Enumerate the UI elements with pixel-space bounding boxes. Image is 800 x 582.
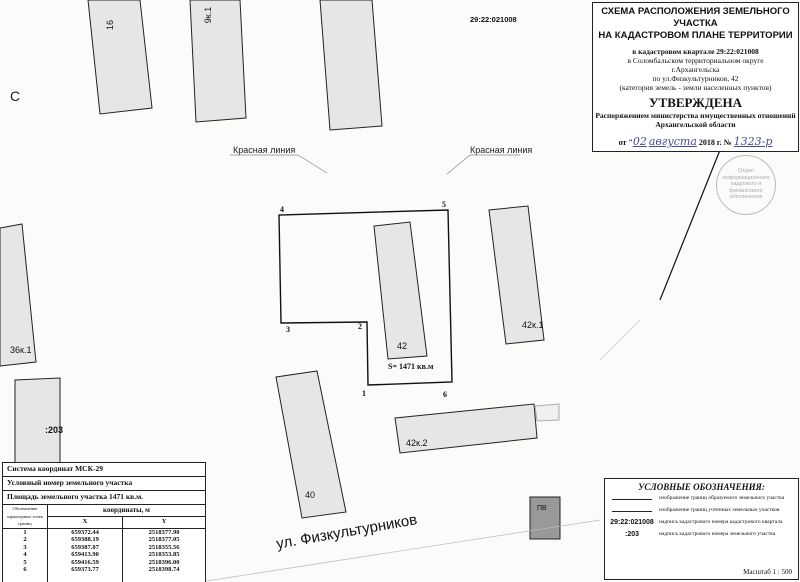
cell-x: 659388.19 xyxy=(46,536,123,544)
order-day: 02 xyxy=(632,135,647,148)
legend-title: УСЛОВНЫЕ ОБОЗНАЧЕНИЯ: xyxy=(638,482,765,492)
legend-text: надпись кадастрового номера кадастрового… xyxy=(659,519,783,525)
point-3: 3 xyxy=(286,325,290,334)
area-label: S= 1471 кв.м xyxy=(388,362,434,371)
parcel-boundary xyxy=(278,209,453,386)
cell-n: 5 xyxy=(23,558,27,566)
legend-text: изображение границ учтенных земельных уч… xyxy=(659,507,780,513)
legend: УСЛОВНЫЕ ОБОЗНАЧЕНИЯ: изображение границ… xyxy=(604,478,799,580)
building-42k2 xyxy=(394,403,538,454)
quarter-text: в кадастровом квартале 29:22:021008 xyxy=(632,47,759,56)
col-coords: координаты, м xyxy=(46,505,205,517)
order-date-line: от "02 августа 2018 г. № 1323-р xyxy=(593,135,798,148)
building-42k1 xyxy=(488,205,545,345)
cell-n: 4 xyxy=(23,551,27,558)
scale-label: Масштаб 1 : 500 xyxy=(743,568,792,576)
official-stamp: Отдел информационного кадрового и финанс… xyxy=(716,155,776,215)
legend-item: 29:22:021008 надпись кадастрового номера … xyxy=(605,516,798,528)
cell-y: 2518398.74 xyxy=(122,566,205,574)
title-block: СХЕМА РАСПОЛОЖЕНИЯ ЗЕМЕЛЬНОГО УЧАСТКА НА… xyxy=(592,2,799,152)
cell-y: 2518353.85 xyxy=(122,551,205,559)
cell-y: 2518396.00 xyxy=(122,558,205,566)
building-label-16: 16 xyxy=(105,19,116,31)
point-2: 2 xyxy=(358,322,362,331)
cell-x: 659413.90 xyxy=(46,551,123,559)
building-16 xyxy=(87,0,153,115)
cell-n: 6 xyxy=(23,566,27,573)
building-label-42k2: 42к.2 xyxy=(406,438,428,448)
district-text: в Соломбальском территориальном округе xyxy=(627,56,764,65)
building-40 xyxy=(275,370,347,519)
building-top-center xyxy=(319,0,383,131)
building-label-42: 42 xyxy=(397,341,408,351)
pv-building xyxy=(529,496,561,540)
building-36k1 xyxy=(0,223,37,367)
point-5: 5 xyxy=(442,200,446,209)
red-line-label-left: Красная линия xyxy=(233,145,296,155)
cell-y: 2518377.90 xyxy=(122,528,205,536)
city-text: г.Архангельска xyxy=(671,65,720,74)
coordinates-table: Система координат МСК-29 Условный номер … xyxy=(2,462,206,582)
building-label-pv: ПВ xyxy=(537,505,547,512)
col-x: X xyxy=(46,516,123,529)
cell-n: 1 xyxy=(23,528,27,536)
col-y: Y xyxy=(122,516,205,529)
building-label-40: 40 xyxy=(305,490,316,500)
stamp-text: Отдел информационного кадрового и финанс… xyxy=(722,168,770,200)
building-label-36k1: 36к.1 xyxy=(10,345,32,355)
order-month: августа xyxy=(648,135,697,148)
cell-n: 3 xyxy=(23,543,27,551)
building-9k1 xyxy=(189,0,247,123)
order-line-2: Архангельской области xyxy=(655,120,736,129)
registered-line-symbol xyxy=(612,510,652,512)
parcel-area: Площадь земельного участка 1471 кв.м. xyxy=(3,491,205,505)
point-6: 6 xyxy=(443,390,447,399)
title-line-2: НА КАДАСТРОВОМ ПЛАНЕ ТЕРРИТОРИИ xyxy=(598,30,793,41)
point-1: 1 xyxy=(362,389,366,398)
cell-x: 659372.44 xyxy=(46,528,123,536)
building-annex xyxy=(534,403,560,422)
title-line-1: СХЕМА РАСПОЛОЖЕНИЯ ЗЕМЕЛЬНОГО УЧАСТКА xyxy=(601,6,790,29)
legend-text: надпись кадастрового номера земельного у… xyxy=(659,531,776,537)
building-label-42k1: 42к.1 xyxy=(522,320,544,330)
parcel-line-symbol xyxy=(612,498,652,500)
north-letter: С xyxy=(10,88,21,104)
legend-text: изображение границ образуемого земельног… xyxy=(659,495,785,501)
date-prefix: от " xyxy=(618,138,633,147)
approved-heading: УТВЕРЖДЕНА xyxy=(648,95,742,110)
category-text: (категория земель - земли населенных пун… xyxy=(619,83,772,92)
legend-item: изображение границ образуемого земельног… xyxy=(605,492,798,504)
point-4: 4 xyxy=(280,205,284,214)
legend-symbol: 29:22:021008 xyxy=(610,518,654,526)
parcel-number-label: :203 xyxy=(45,425,64,435)
cell-y: 2518377.05 xyxy=(122,536,205,544)
red-line-label-right: Красная линия xyxy=(470,145,533,155)
coord-system: Система координат МСК-29 xyxy=(3,463,205,477)
order-year: 2018 г. № xyxy=(698,138,732,147)
legend-symbol: :203 xyxy=(624,530,639,538)
cell-x: 659373.77 xyxy=(46,566,123,574)
cell-y: 2518355.56 xyxy=(122,543,205,551)
col-point: Обозначение характерных точек границ xyxy=(3,505,48,529)
cell-n: 2 xyxy=(23,536,27,543)
cell-x: 659416.59 xyxy=(46,558,123,566)
building-left-203 xyxy=(14,377,61,471)
order-number: 1323-р xyxy=(733,135,773,148)
building-label-9k1: 9к.1 xyxy=(203,6,214,24)
order-line-1: Распоряжением министерства имущественных… xyxy=(595,111,796,120)
conditional-number: Условный номер земельного участка xyxy=(3,477,205,491)
cell-x: 659387.07 xyxy=(46,543,123,551)
legend-item: :203 надпись кадастрового номера земельно… xyxy=(605,528,798,540)
legend-item: изображение границ учтенных земельных уч… xyxy=(605,504,798,516)
building-42 xyxy=(373,221,428,360)
quarter-number-label: 29:22:021008 xyxy=(470,15,517,24)
address-text: по ул.Физкультурников, 42 xyxy=(652,74,739,83)
